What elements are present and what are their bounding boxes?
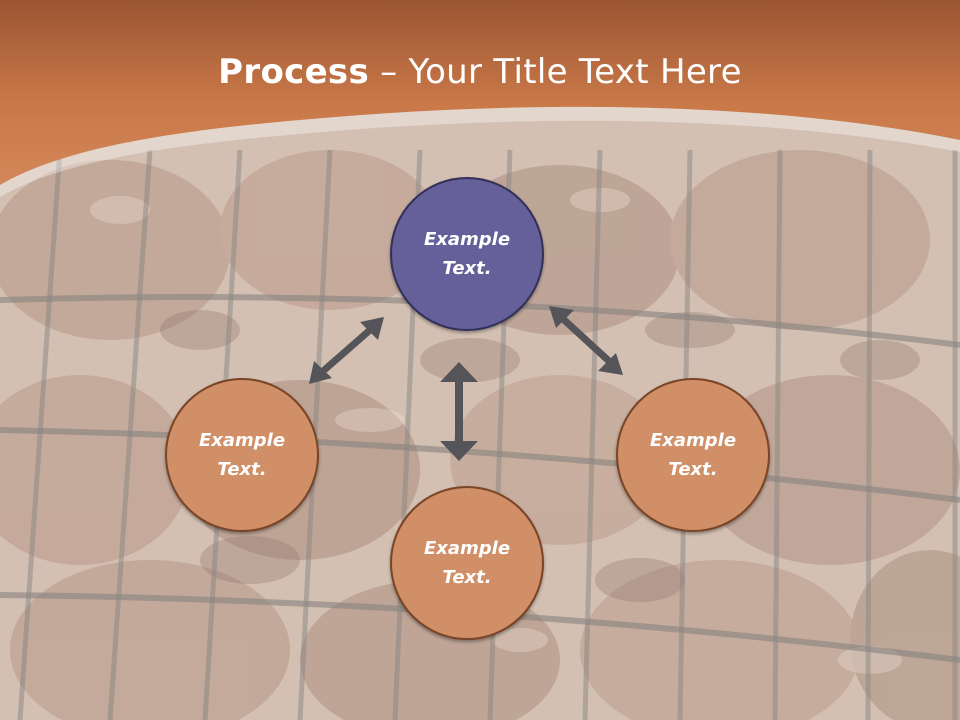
arrow-top-bottom (440, 362, 478, 461)
node-left-text: Example Text. (198, 430, 286, 480)
node-bottom-text: Example Text. (423, 538, 511, 588)
slide-title: Process – Your Title Text Here (0, 52, 960, 92)
process-node-left: Example Text. (165, 378, 319, 532)
node-right-text: Example Text. (649, 430, 737, 480)
process-node-bottom: Example Text. (390, 486, 544, 640)
arrow-top-left (309, 317, 384, 384)
title-banner (0, 0, 960, 185)
process-node-top: Example Text. (390, 177, 544, 331)
node-top-text: Example Text. (423, 229, 511, 279)
title-rest: – Your Title Text Here (369, 52, 742, 92)
arrow-top-right (549, 306, 623, 375)
title-bold: Process (218, 52, 370, 92)
process-node-right: Example Text. (616, 378, 770, 532)
